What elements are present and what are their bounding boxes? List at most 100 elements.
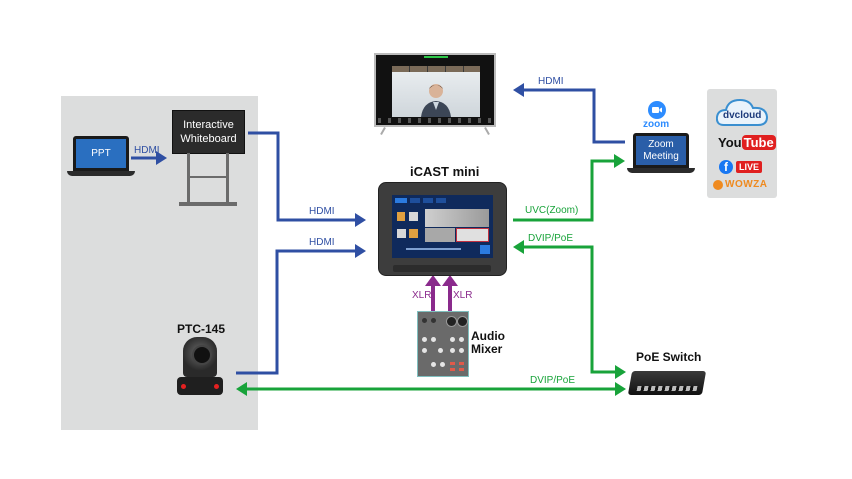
zoom-line1: Zoom bbox=[648, 138, 674, 150]
icast-preview bbox=[425, 209, 489, 227]
camera-led bbox=[214, 384, 219, 389]
arrowhead bbox=[425, 275, 441, 286]
whiteboard-icon: Interactive Whiteboard bbox=[172, 110, 245, 154]
wowza-logo-icon: WOWZA bbox=[713, 179, 768, 190]
icast-mini-device-icon bbox=[378, 182, 507, 276]
whiteboard-stand-base bbox=[179, 202, 237, 206]
dvcloud-logo-icon bbox=[716, 98, 768, 126]
icast-source-thumb bbox=[409, 229, 418, 238]
whiteboard-stand-pole bbox=[187, 153, 190, 203]
ppt-screen-text: PPT bbox=[76, 139, 126, 168]
audio-mixer-label: Audio Mixer bbox=[471, 330, 505, 356]
ppt-laptop: PPT bbox=[67, 136, 135, 176]
laptop-icon: PPT bbox=[73, 136, 129, 171]
facebook-live-logo-icon: f LIVE bbox=[719, 160, 763, 174]
wowza-text: WOWZA bbox=[725, 179, 768, 190]
zoom-line2: Meeting bbox=[643, 150, 679, 162]
facebook-live-badge: LIVE bbox=[736, 161, 763, 173]
mixer-knob bbox=[459, 348, 464, 353]
icast-screen bbox=[392, 195, 493, 258]
mixer-knob bbox=[450, 348, 455, 353]
arrowhead bbox=[355, 213, 366, 227]
camera-lens bbox=[192, 345, 212, 365]
whiteboard-line1: Interactive bbox=[183, 119, 234, 131]
tv-status-bar bbox=[424, 56, 448, 58]
camera-title: PTC-145 bbox=[177, 322, 226, 336]
facebook-icon: f bbox=[719, 160, 733, 174]
label-xlr-left: XLR bbox=[412, 290, 432, 301]
icast-stream-button bbox=[480, 245, 490, 254]
youtube-tube: Tube bbox=[741, 135, 776, 150]
mixer-button bbox=[450, 362, 455, 365]
mixer-jack bbox=[431, 318, 436, 323]
poe-switch-title: PoE Switch bbox=[636, 350, 702, 364]
icast-source-thumb bbox=[409, 212, 418, 221]
mixer-knob bbox=[438, 348, 443, 353]
label-hdmi-ppt: HDMI bbox=[134, 145, 160, 156]
label-dvip-poe-icast: DVIP/PoE bbox=[528, 233, 574, 244]
whiteboard-stand-bar bbox=[187, 176, 229, 178]
label-hdmi-whiteboard: HDMI bbox=[309, 206, 335, 217]
dvcloud-text: dvcloud bbox=[723, 110, 762, 121]
label-hdmi-camera: HDMI bbox=[309, 237, 335, 248]
camera-base bbox=[177, 377, 223, 395]
zoom-laptop: Zoom Meeting bbox=[627, 133, 695, 173]
mixer-button bbox=[450, 368, 455, 371]
icast-brand-strip bbox=[393, 265, 491, 272]
presenter-icon bbox=[421, 84, 451, 117]
arrowhead bbox=[513, 240, 524, 254]
mixer-knob bbox=[422, 348, 427, 353]
network-switch-icon bbox=[627, 371, 707, 395]
wire-zoom-to-tv bbox=[523, 88, 625, 144]
icast-tab bbox=[436, 198, 446, 203]
audio-mixer-line2: Mixer bbox=[471, 342, 503, 356]
whiteboard-line2: Whiteboard bbox=[180, 133, 237, 145]
arrowhead bbox=[615, 365, 626, 379]
mixer-knob bbox=[431, 362, 436, 367]
mixer-knob bbox=[440, 362, 445, 367]
label-xlr-right: XLR bbox=[453, 290, 473, 301]
tv-meeting-toolbar bbox=[378, 118, 492, 123]
switch-ports bbox=[636, 386, 698, 391]
arrowhead bbox=[513, 83, 524, 97]
audio-mixer-icon bbox=[417, 311, 469, 377]
label-hdmi-tv: HDMI bbox=[538, 76, 564, 87]
icast-volume-slider bbox=[406, 248, 461, 250]
icast-source-thumb bbox=[397, 212, 405, 221]
camera-led bbox=[181, 384, 186, 389]
youtube-you: You bbox=[718, 135, 742, 150]
mixer-xlr-input bbox=[446, 316, 457, 327]
tv-display-icon bbox=[374, 53, 496, 127]
mixer-button bbox=[459, 368, 464, 371]
wire-icast-to-zoom bbox=[513, 159, 615, 222]
label-dvip-poe-camera: DVIP/PoE bbox=[530, 375, 576, 386]
laptop-keyboard bbox=[627, 168, 695, 173]
mixer-xlr-input bbox=[457, 316, 468, 327]
arrowhead bbox=[615, 382, 626, 396]
icast-tab bbox=[410, 198, 420, 203]
wire-switch-to-icast bbox=[523, 245, 616, 374]
mixer-knob bbox=[422, 337, 427, 342]
label-uvc-zoom: UVC(Zoom) bbox=[525, 205, 579, 216]
mixer-knob bbox=[459, 337, 464, 342]
wire-whiteboard-to-icast bbox=[248, 131, 356, 222]
arrowhead bbox=[355, 244, 366, 258]
arrowhead bbox=[614, 154, 625, 168]
zoom-meeting-screen: Zoom Meeting bbox=[636, 136, 686, 165]
icast-source-thumb bbox=[397, 229, 406, 238]
mixer-knob bbox=[431, 337, 436, 342]
arrowhead bbox=[236, 382, 247, 396]
laptop-keyboard bbox=[67, 171, 135, 176]
laptop-icon: Zoom Meeting bbox=[633, 133, 689, 168]
audio-mixer-line1: Audio bbox=[471, 329, 505, 343]
icast-tab bbox=[395, 198, 407, 203]
whiteboard-stand-pole bbox=[226, 153, 229, 203]
youtube-logo-icon: You Tube bbox=[718, 135, 776, 150]
tv-participant-thumbnails bbox=[392, 66, 480, 72]
icast-preview bbox=[425, 228, 455, 242]
wire-camera-to-icast bbox=[236, 249, 356, 375]
icast-title: iCAST mini bbox=[410, 164, 480, 179]
icast-program bbox=[456, 228, 489, 242]
arrowhead bbox=[156, 151, 167, 165]
